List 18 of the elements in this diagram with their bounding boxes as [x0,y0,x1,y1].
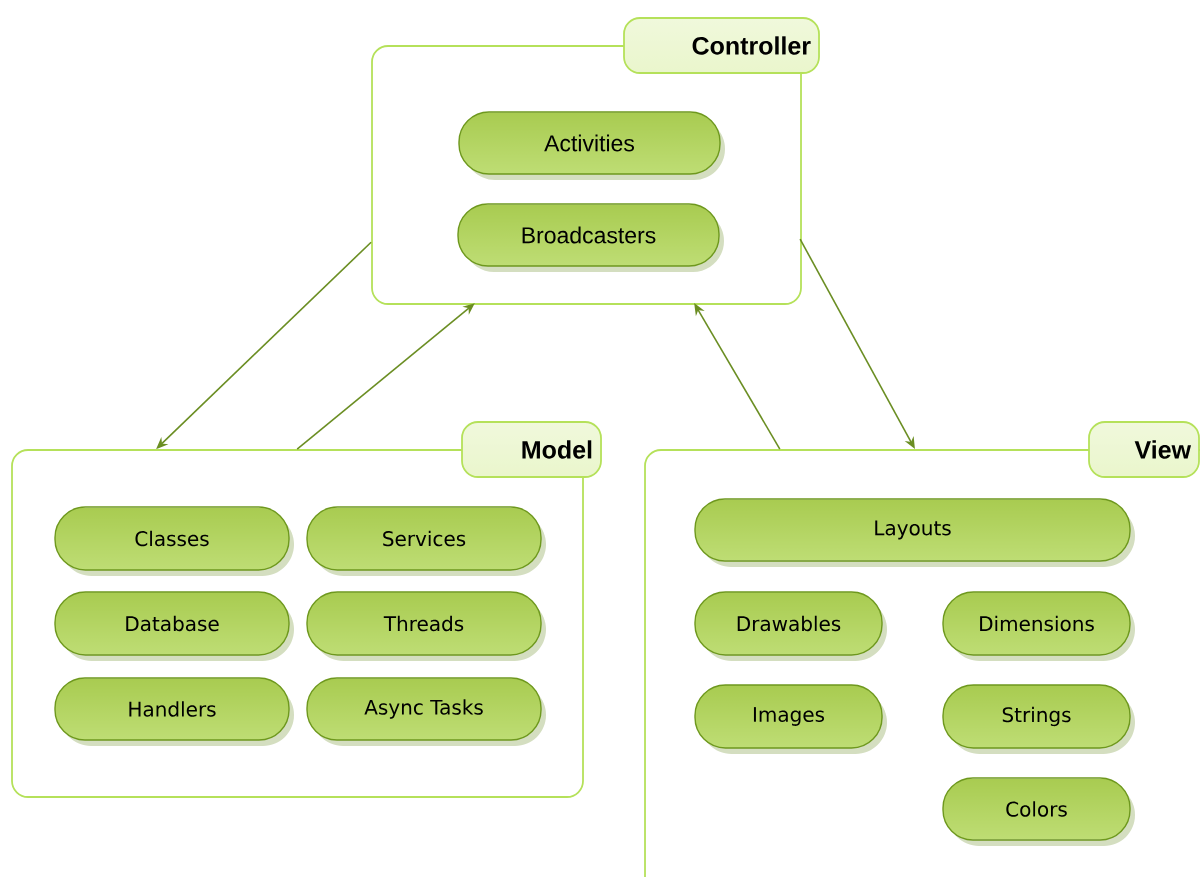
arrow [296,303,475,450]
heading-tab: View [1088,421,1200,478]
heading-tab: Model [461,421,602,478]
pill-box: Services [306,506,546,576]
pill-box: Broadcasters [457,203,724,272]
pill-box: Layouts [694,498,1135,567]
pill-box: Handlers [54,677,294,746]
pill-box: Async Tasks [306,677,546,746]
pill-box: Classes [54,506,294,576]
pill-box: Activities [458,111,725,180]
pill-box: Drawables [694,591,887,661]
pill-box: Strings [942,684,1135,754]
pill-box: Database [54,591,294,661]
pill-box: Colors [942,777,1135,846]
pill-box: Images [694,684,887,754]
pill-box: Dimensions [942,591,1135,661]
pill-box: Threads [306,591,546,661]
heading-tab: Controller [623,17,820,74]
